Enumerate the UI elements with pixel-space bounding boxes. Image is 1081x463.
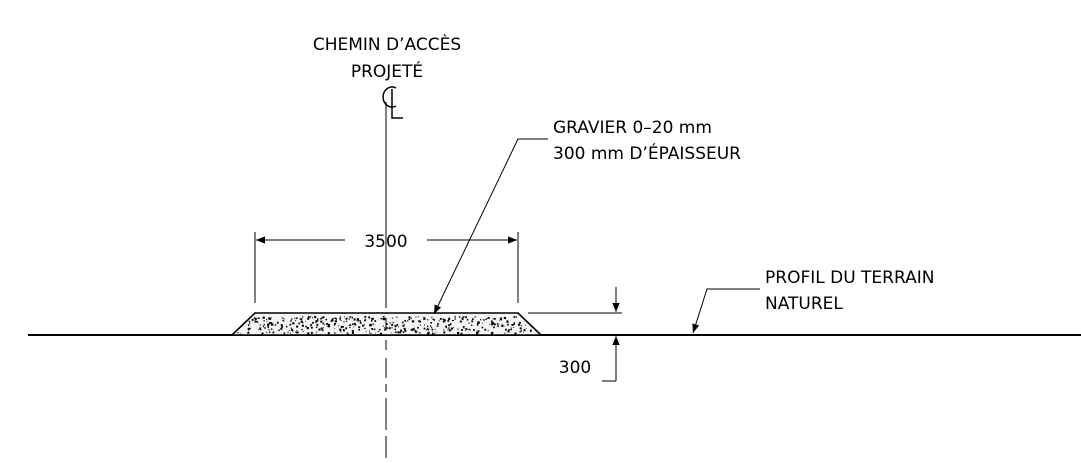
ground-label-line2: NATUREL — [765, 294, 843, 314]
width-dimension — [254, 232, 519, 303]
ground-leader-line — [692, 288, 760, 334]
ground-label-line1: PROFIL DU TERRAIN — [765, 268, 934, 288]
width-dimension-value: 3500 — [364, 232, 407, 252]
road-title-line1: CHEMIN D’ACCÈS — [313, 33, 461, 55]
gravel-label-line2: 300 mm D’ÉPAISSEUR — [553, 142, 741, 164]
gravel-label-line1: GRAVIER 0–20 mm — [553, 118, 712, 138]
gravel-texture — [237, 316, 532, 335]
centerline-symbol — [382, 86, 403, 119]
road-title-line2: PROJETÉ — [351, 60, 423, 82]
thickness-dimension — [528, 287, 622, 382]
gravel-leader-line — [433, 138, 548, 315]
thickness-dimension-value: 300 — [559, 358, 591, 378]
